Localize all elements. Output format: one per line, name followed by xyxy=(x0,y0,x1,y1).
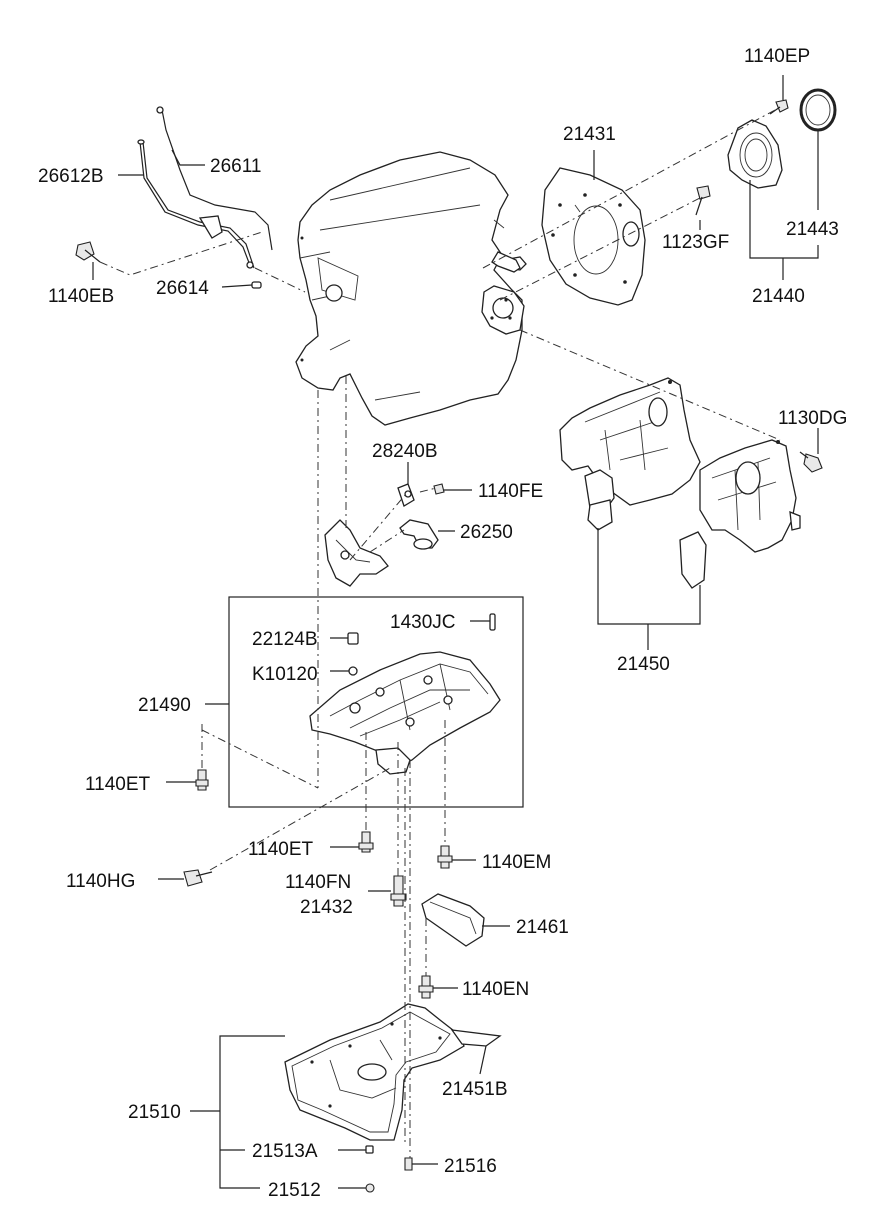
label-K10120: K10120 xyxy=(252,664,318,685)
bolt-1140EN xyxy=(418,975,434,999)
bolt-1140FN xyxy=(390,875,407,907)
label-1140EN: 1140EN xyxy=(462,979,529,1000)
label-22124B: 22124B xyxy=(252,629,318,650)
bolt-1140HG xyxy=(183,869,213,887)
label-1140EP: 1140EP xyxy=(744,46,810,67)
label-21490: 21490 xyxy=(138,695,191,716)
ring-K10120 xyxy=(348,666,358,676)
label-21443: 21443 xyxy=(786,219,839,240)
assembly-lines xyxy=(99,109,781,1158)
clip-26614 xyxy=(251,281,262,289)
bolt-1140EM xyxy=(437,845,453,869)
bolt-1140EP xyxy=(769,99,789,115)
label-21512: 21512 xyxy=(268,1180,321,1201)
label-21451B: 21451B xyxy=(442,1079,508,1100)
oil-pan-21510 xyxy=(284,1003,465,1141)
label-1123GF: 1123GF xyxy=(662,232,729,253)
leader-lines xyxy=(92,75,819,1189)
pin-22124B xyxy=(347,632,359,645)
label-26612B: 26612B xyxy=(38,166,104,187)
seal-21443 xyxy=(799,88,837,132)
bolt-1123GF xyxy=(695,185,711,216)
tube-26250 xyxy=(399,519,439,550)
label-1140EM: 1140EM xyxy=(482,852,551,873)
label-21516: 21516 xyxy=(444,1156,497,1177)
bolt-1130DG xyxy=(799,451,823,473)
part-labels: 26612B 26611 1140EB 26614 21431 1140EP 2… xyxy=(38,46,847,1201)
label-1140FN: 1140FN xyxy=(285,872,351,893)
label-21513A: 21513A xyxy=(252,1141,318,1162)
plug-21513A xyxy=(365,1145,374,1154)
label-21461: 21461 xyxy=(516,917,569,938)
cover-21450 xyxy=(559,377,801,589)
label-1140HG: 1140HG xyxy=(66,871,135,892)
label-1140EB: 1140EB xyxy=(48,286,114,307)
box-21490 xyxy=(228,596,524,808)
dipstick-tube-assembly xyxy=(137,106,273,269)
bolt-21516 xyxy=(404,1157,413,1171)
label-21450: 21450 xyxy=(617,654,670,675)
pipe-fitting xyxy=(491,251,521,273)
baffle-21461 xyxy=(421,893,485,947)
label-26611: 26611 xyxy=(210,156,261,177)
bolt-1140ET-a xyxy=(195,769,209,791)
label-1140ET-a: 1140ET xyxy=(85,774,151,795)
oil-pump-frame xyxy=(309,651,501,775)
bracket-assembly xyxy=(324,519,389,587)
plug-21512 xyxy=(365,1183,375,1193)
pin-1430JC xyxy=(489,613,496,631)
label-1130DG: 1130DG xyxy=(778,408,847,429)
plate-21431 xyxy=(541,167,646,306)
label-21431: 21431 xyxy=(563,124,616,145)
bolt-1140ET-b xyxy=(358,831,374,853)
label-21440: 21440 xyxy=(752,286,805,307)
label-26250: 26250 xyxy=(460,522,513,543)
bolt-1140EB xyxy=(75,241,101,263)
label-1140FE: 1140FE xyxy=(478,481,543,502)
label-21432: 21432 xyxy=(300,897,353,918)
label-21510: 21510 xyxy=(128,1102,181,1123)
label-1140ET-b: 1140ET xyxy=(248,839,314,860)
bolt-1140FE xyxy=(433,483,445,495)
label-1430JC: 1430JC xyxy=(390,612,456,633)
label-28240B: 28240B xyxy=(372,441,438,462)
engine-block xyxy=(295,151,527,426)
sensor-28240B xyxy=(397,483,415,507)
seal-carrier-21440 xyxy=(727,119,783,189)
label-26614: 26614 xyxy=(156,278,209,299)
